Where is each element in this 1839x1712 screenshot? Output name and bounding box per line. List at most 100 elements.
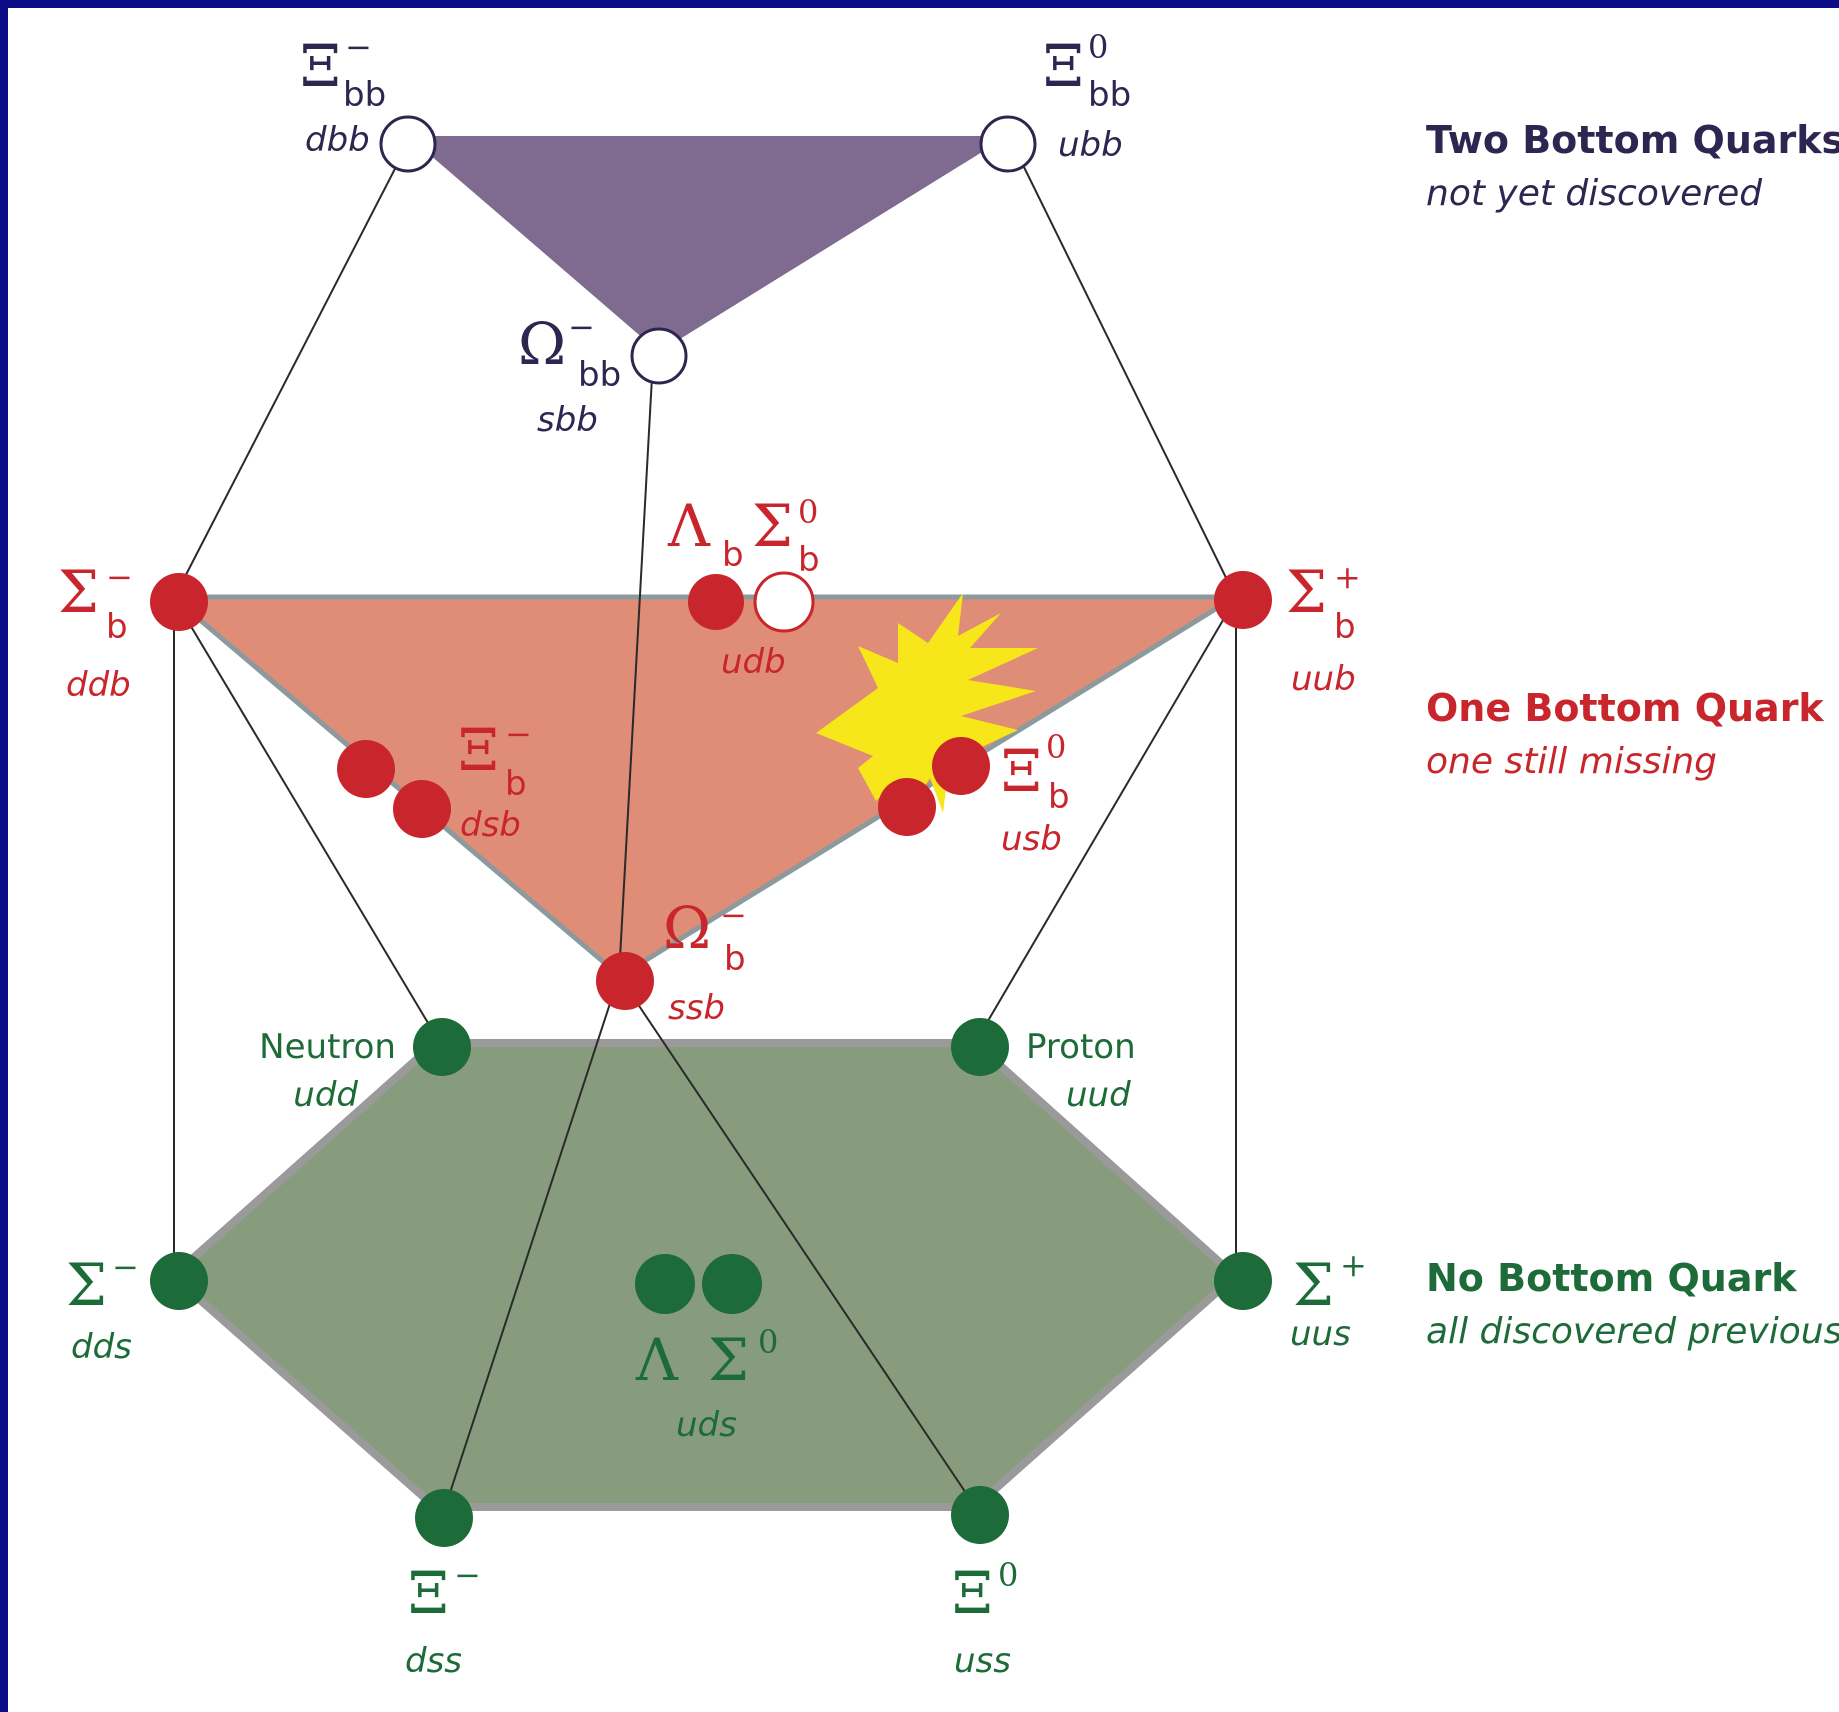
lambda-sigma-zero-label: Λ Σ 0 uds (635, 1323, 778, 1445)
svg-text:dbb: dbb (305, 120, 370, 160)
xi-zero-label: Ξ 0 uss (952, 1556, 1018, 1681)
xi-bb-minus-node (379, 115, 437, 173)
svg-text:uss: uss (954, 1641, 1011, 1681)
svg-text:−: − (720, 896, 747, 934)
proton-node (951, 1018, 1009, 1076)
svg-text:dss: dss (405, 1641, 462, 1681)
svg-text:b: b (1334, 607, 1356, 647)
svg-text:Σ: Σ (66, 1251, 107, 1319)
xi-minus-node (415, 1489, 473, 1547)
legend-two-bottom-note: not yet discovered (1426, 173, 1763, 214)
svg-text:b: b (1048, 777, 1070, 817)
svg-text:Neutron: Neutron (259, 1027, 396, 1067)
sigma-b-minus-label: Σ − b ddb (58, 558, 133, 705)
svg-text:Ξ: Ξ (952, 1559, 993, 1627)
sigma-b-zero-node (753, 571, 815, 633)
svg-text:−: − (454, 1556, 481, 1594)
baryon-multiplet-diagram: Ξ − bb dbb Ξ 0 bb ubb Ω − bb sbb Σ − b d… (58, 28, 1839, 1681)
svg-text:Λ: Λ (635, 1326, 679, 1394)
svg-text:−: − (112, 1248, 139, 1286)
xi-b-minus-node-2 (393, 780, 451, 838)
xi-bb-zero-label: Ξ 0 bb ubb (1043, 28, 1131, 165)
xi-bb-minus-label: Ξ − bb dbb (300, 28, 386, 160)
svg-text:Ξ: Ξ (1001, 737, 1042, 805)
omega-bb-node (630, 327, 688, 385)
svg-text:Ω: Ω (663, 894, 711, 962)
legend-two-bottom-title: Two Bottom Quarks (1426, 118, 1839, 162)
svg-text:Ξ: Ξ (300, 32, 341, 100)
svg-text:−: − (568, 308, 595, 346)
svg-text:b: b (722, 535, 744, 575)
xi-bb-zero-node (979, 115, 1037, 173)
svg-text:bb: bb (578, 355, 621, 395)
svg-text:uub: uub (1291, 659, 1356, 699)
svg-text:0: 0 (1088, 28, 1108, 66)
sigma-minus-node (150, 1252, 208, 1310)
svg-text:dsb: dsb (460, 805, 521, 845)
svg-text:−: − (345, 28, 372, 66)
xi-b-zero-node-2 (878, 778, 936, 836)
xi-minus-label: Ξ − dss (405, 1556, 481, 1681)
sigma-zero-node (702, 1254, 762, 1314)
svg-text:ddb: ddb (66, 665, 131, 705)
svg-text:ubb: ubb (1058, 125, 1123, 165)
svg-text:−: − (106, 558, 133, 596)
lambda-sigma-b-label: Λ b Σ 0 b udb (667, 492, 820, 682)
svg-text:Ξ: Ξ (458, 716, 499, 784)
svg-text:−: − (505, 715, 532, 753)
svg-text:0: 0 (1046, 728, 1066, 766)
xi-zero-node (951, 1486, 1009, 1544)
sigma-plus-label: Σ + uus (1290, 1246, 1367, 1354)
legend-two-bottom: Two Bottom Quarks not yet discovered (1426, 118, 1839, 214)
svg-text:uus: uus (1290, 1314, 1351, 1354)
svg-text:bb: bb (343, 75, 386, 115)
omega-b-node (596, 952, 654, 1010)
sigma-minus-label: Σ − dds (66, 1248, 139, 1367)
svg-text:+: + (1340, 1246, 1367, 1284)
legend-no-bottom: No Bottom Quark all discovered previousl… (1426, 1256, 1839, 1352)
diagram-frame: Ξ − bb dbb Ξ 0 bb ubb Ω − bb sbb Σ − b d… (8, 8, 1839, 1712)
svg-text:0: 0 (998, 1556, 1018, 1594)
xi-b-zero-node-1 (932, 737, 990, 795)
svg-text:Σ: Σ (58, 558, 99, 626)
svg-text:b: b (798, 540, 820, 580)
svg-text:Proton: Proton (1026, 1027, 1136, 1067)
lambda-node (635, 1254, 695, 1314)
sigma-plus-node (1214, 1252, 1272, 1310)
two-bottom-plane (408, 136, 1008, 352)
svg-text:Ξ: Ξ (1043, 32, 1084, 100)
svg-text:uds: uds (676, 1405, 737, 1445)
xi-b-minus-node-1 (337, 740, 395, 798)
legend-no-bottom-title: No Bottom Quark (1426, 1256, 1797, 1300)
svg-text:bb: bb (1088, 75, 1131, 115)
omega-b-label: Ω − b ssb (663, 894, 747, 1028)
sigma-b-minus-node (150, 573, 208, 631)
legend-one-bottom: One Bottom Quark one still missing (1426, 686, 1824, 782)
svg-text:udb: udb (721, 642, 786, 682)
svg-text:usb: usb (1001, 819, 1062, 859)
xi-b-minus-label: Ξ − b dsb (458, 715, 532, 845)
svg-text:Σ: Σ (708, 1326, 749, 1394)
svg-text:Σ: Σ (752, 492, 793, 560)
sigma-b-plus-node (1214, 571, 1272, 629)
svg-text:sbb: sbb (537, 400, 598, 440)
neutron-node (413, 1018, 471, 1076)
omega-bb-label: Ω − bb sbb (518, 308, 621, 440)
sigma-b-plus-label: Σ + b uub (1286, 558, 1361, 699)
legend-no-bottom-note: all discovered previously (1426, 1311, 1839, 1352)
svg-text:b: b (106, 607, 128, 647)
connection-lines (173, 158, 1237, 1512)
neutron-label: Neutron udd (259, 1027, 396, 1115)
svg-text:udd: udd (293, 1075, 358, 1115)
svg-text:b: b (724, 939, 746, 979)
svg-text:Λ: Λ (667, 492, 711, 560)
svg-text:Σ: Σ (1293, 1251, 1334, 1319)
svg-text:b: b (505, 764, 527, 804)
svg-text:Ω: Ω (518, 310, 566, 378)
lambda-b-node (688, 574, 744, 630)
svg-text:0: 0 (798, 493, 818, 531)
discovery-burst (816, 593, 1038, 828)
svg-text:+: + (1334, 558, 1361, 596)
svg-text:dds: dds (71, 1327, 132, 1367)
xi-b-zero-label: Ξ 0 b usb (1001, 728, 1070, 859)
